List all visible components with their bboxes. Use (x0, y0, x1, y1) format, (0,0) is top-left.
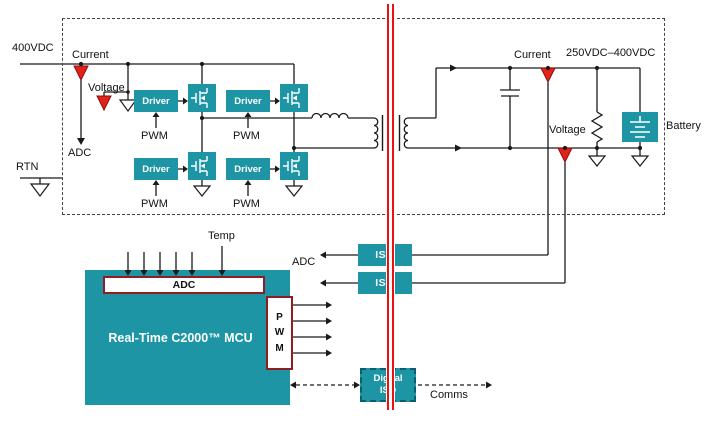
mosfet-block-2 (280, 84, 308, 112)
mosfet-icon (283, 156, 300, 176)
vout-label: 250VDC–400VDC (566, 47, 656, 59)
vin-label: 400VDC (12, 42, 54, 54)
divider-ground-icon (118, 99, 138, 113)
pwm-letter: P (276, 311, 283, 323)
pwm-label-1: PWM (141, 130, 168, 142)
battery-icon (630, 116, 650, 138)
transformer-icon (373, 115, 409, 151)
mosfet-icon (191, 88, 208, 108)
junction-dots (78, 61, 643, 151)
driver-block-2: Driver (226, 90, 270, 112)
mosfet-block-3 (188, 152, 216, 180)
mosfet4-ground-icon (284, 185, 304, 197)
mosfet-block-1 (188, 84, 216, 112)
pwm-label-2: PWM (233, 130, 260, 142)
isolation-barrier-line (387, 4, 390, 410)
mosfet-block-4 (280, 152, 308, 180)
sense-triangles (73, 65, 573, 164)
secondary-wires (408, 67, 641, 156)
driver-block-1: Driver (134, 90, 178, 112)
inductor-icon (311, 112, 349, 119)
resistor-ground-icon (587, 155, 607, 167)
mcu-adc-block: ADC (103, 276, 265, 294)
isolation-barrier-gap (386, 4, 395, 410)
voltage-sense-primary-icon (96, 95, 112, 112)
sense-wires (412, 82, 566, 284)
rtn-ground-icon (29, 183, 51, 197)
driver-block-3: Driver (134, 158, 178, 180)
current-label-primary: Current (72, 49, 109, 61)
mosfet-icon (283, 88, 300, 108)
mcu-title: Real-Time C2000™ MCU (108, 331, 253, 345)
voltage-label-primary: Voltage (88, 82, 125, 94)
iso-block-2: ISO (358, 272, 412, 294)
rtn-label: RTN (16, 161, 39, 173)
pwm-letter: M (275, 342, 284, 354)
current-sense-primary-icon (73, 65, 89, 82)
mcu-pwm-block: P W M (266, 296, 293, 370)
mosfet3-ground-icon (192, 185, 212, 197)
pwm-label-3: PWM (141, 198, 168, 210)
adc-label-control: ADC (292, 256, 316, 268)
voltage-sense-secondary-icon (557, 147, 573, 164)
resistor-icon (590, 111, 604, 143)
iso-block-1: ISO (358, 244, 412, 266)
battery-block (622, 112, 658, 142)
temp-label: Temp (208, 230, 235, 242)
battery-ground-icon (630, 155, 650, 167)
pwm-label-4: PWM (233, 198, 260, 210)
primary-wires (20, 63, 374, 196)
comms-label: Comms (430, 389, 468, 401)
current-label-secondary: Current (514, 49, 551, 61)
voltage-label-secondary: Voltage (549, 124, 586, 136)
control-wires (293, 254, 358, 354)
driver-block-4: Driver (226, 158, 270, 180)
mosfet-icon (191, 156, 208, 176)
arrowheads (77, 64, 492, 389)
battery-label: Battery (666, 120, 701, 132)
pwm-letter: W (274, 327, 285, 339)
capacitor-icon (500, 89, 520, 97)
adc-label-primary: ADC (68, 147, 92, 159)
ground-symbols (29, 99, 650, 197)
isolation-barrier-line (391, 4, 394, 410)
